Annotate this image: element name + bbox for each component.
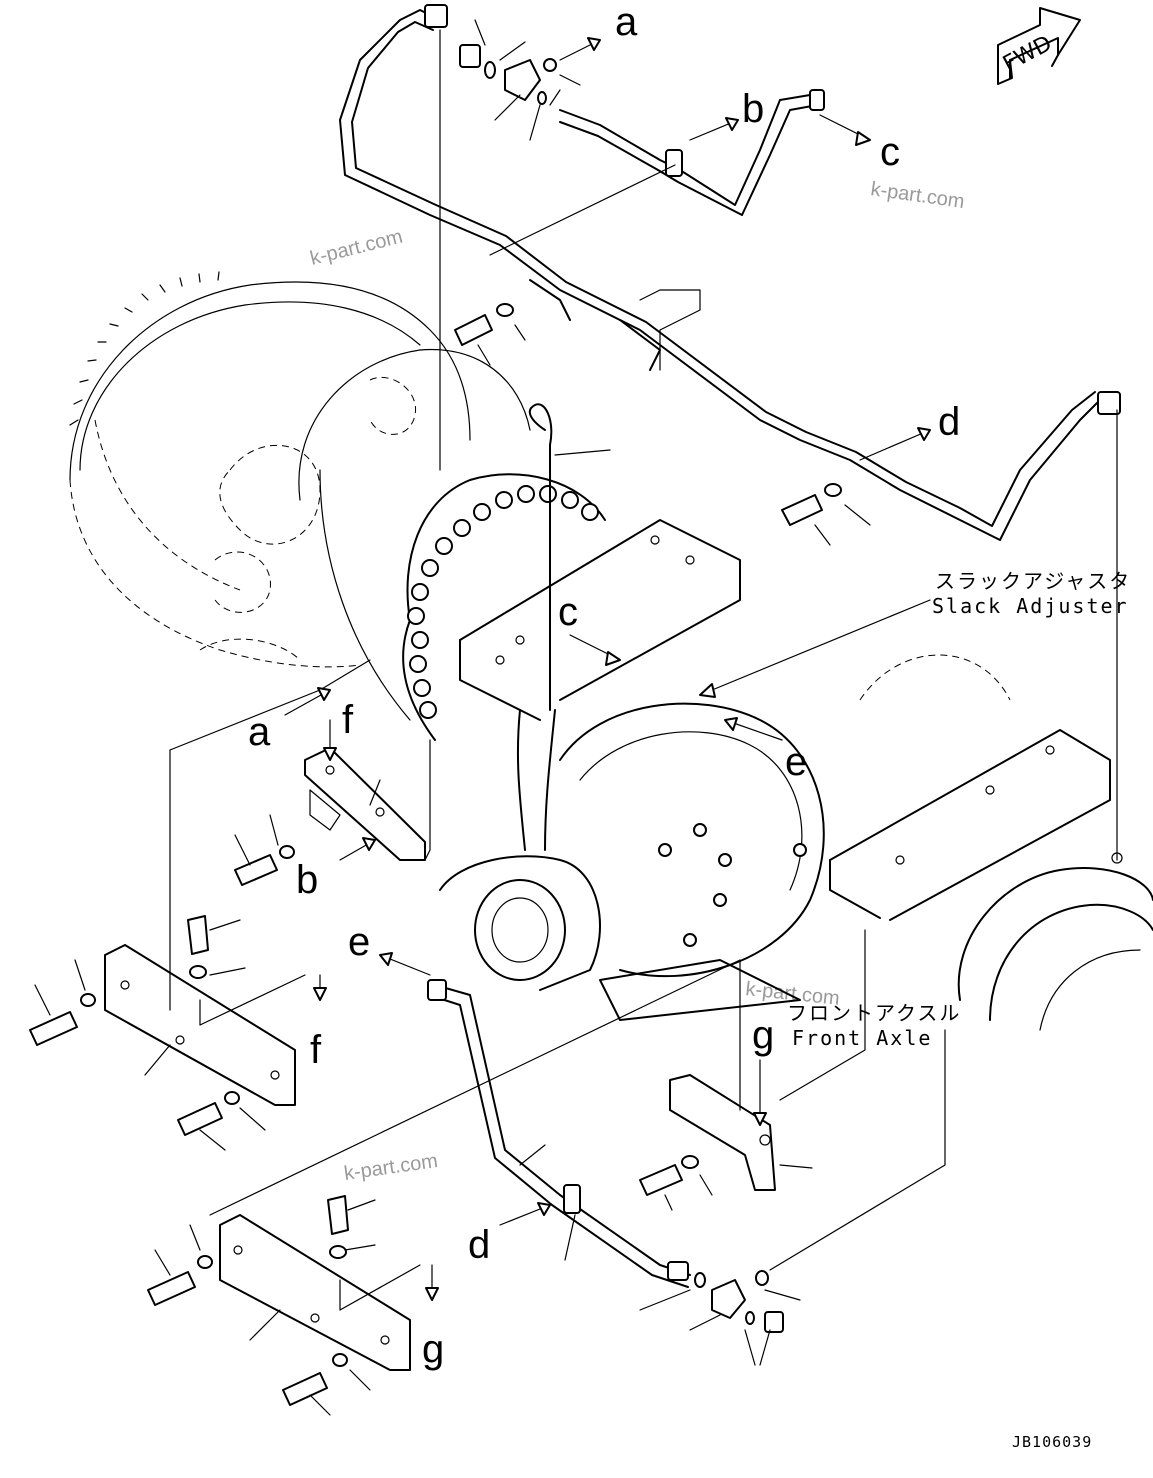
bolt-washer-set-mid xyxy=(454,303,871,546)
axle-differential-housing xyxy=(439,702,825,1021)
fwd-arrow-icon: FWD xyxy=(997,7,1081,85)
right-wheel-hub xyxy=(859,654,1153,1031)
brake-tube-left xyxy=(339,4,1121,541)
slack-adjuster-en: Slack Adjuster xyxy=(932,594,1129,618)
transmission-housing xyxy=(69,271,531,721)
bracket-plate-f xyxy=(29,915,306,1151)
top-fittings xyxy=(459,19,581,141)
callout-d-top: d xyxy=(938,400,960,444)
callout-e-right: e xyxy=(785,740,807,784)
brake-tube-b xyxy=(559,89,825,216)
annotation-labels: スラックアジャスタ Slack Adjuster フロントアクスル Front … xyxy=(787,569,1131,1451)
bracket-plate-g xyxy=(147,1195,421,1416)
fwd-label: FWD xyxy=(999,31,1056,77)
callout-d-lower: d xyxy=(468,1223,490,1267)
callout-g-upper: g xyxy=(752,1013,774,1057)
callout-f-lower: f xyxy=(310,1028,322,1072)
callout-e-left: e xyxy=(348,920,370,964)
callout-letters: a b c d c a f b e e f g d g xyxy=(248,0,960,1371)
watermark-2: k-part.com xyxy=(869,178,966,213)
watermark-4: k-part.com xyxy=(343,1150,440,1185)
callout-a-top: a xyxy=(615,0,638,44)
callout-c-top: c xyxy=(880,130,900,174)
flange-bolt-ring xyxy=(402,473,606,741)
callout-g-lower: g xyxy=(422,1327,444,1371)
drawing-code: JB106039 xyxy=(1012,1433,1092,1451)
axle-frame xyxy=(459,519,1111,921)
bracket-g-upper xyxy=(639,1074,813,1211)
watermark-1: k-part.com xyxy=(308,226,405,270)
callout-b-top: b xyxy=(742,87,764,131)
callout-f-mid: f xyxy=(342,698,354,742)
callout-b-mid: b xyxy=(296,858,318,902)
callout-arrows xyxy=(284,37,931,1301)
breather-hose xyxy=(516,403,611,851)
slack-adjuster-jp: スラックアジャスタ xyxy=(935,569,1131,593)
callout-a-mid: a xyxy=(248,710,271,754)
brake-tube-lower xyxy=(427,979,801,1366)
front-axle-en: Front Axle xyxy=(792,1026,932,1050)
reference-lines xyxy=(169,29,1118,1271)
front-axle-jp: フロントアクスル xyxy=(787,1001,961,1025)
bracket-f-upper xyxy=(234,747,426,886)
callout-c-mid: c xyxy=(558,590,578,634)
